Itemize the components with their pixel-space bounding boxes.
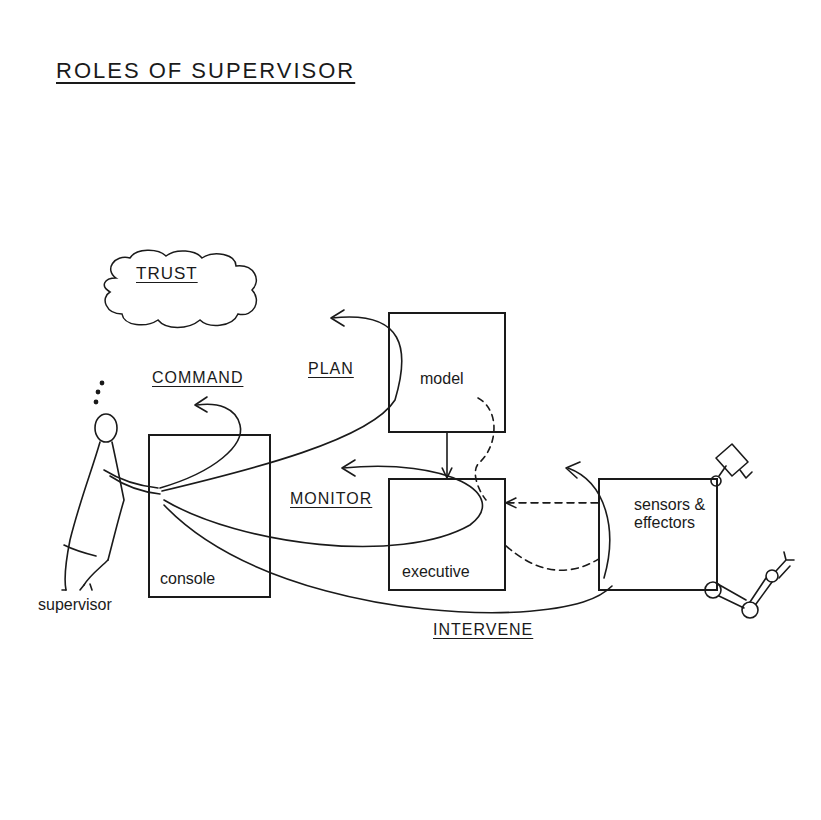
- arrowhead: [442, 468, 452, 478]
- thought-dot: [100, 381, 103, 384]
- connector: [442, 433, 452, 478]
- connector: [506, 498, 598, 508]
- supervisor-figure: [62, 414, 160, 590]
- role-label: PLAN: [306, 360, 356, 378]
- arrowhead: [566, 462, 580, 478]
- node-text: TRUST: [136, 264, 198, 284]
- node-text: executive: [402, 563, 470, 581]
- trust-cloud: TRUST: [96, 248, 264, 332]
- arrowhead: [342, 460, 355, 476]
- node-text: model: [420, 370, 464, 388]
- arrowhead: [195, 397, 207, 412]
- role-label: COMMAND: [150, 369, 245, 387]
- cloud-outline: [96, 248, 264, 332]
- command-curve: [160, 404, 241, 488]
- connector-line: [446, 433, 448, 478]
- robot-arm: [705, 552, 794, 618]
- connector-line: [506, 502, 598, 504]
- thought-dot: [96, 390, 99, 393]
- role-label: INTERVENE: [431, 621, 535, 639]
- model-box: model: [388, 312, 506, 433]
- cloud-path: [104, 250, 256, 327]
- executive-box: executive: [388, 478, 506, 591]
- connector: [506, 546, 598, 570]
- diagram-title: ROLES OF SUPERVISOR: [56, 58, 355, 84]
- node-text: sensors & effectors: [634, 496, 710, 533]
- connector-line: [506, 546, 598, 570]
- node-text: console: [160, 570, 215, 588]
- sensors-effectors-box: sensors & effectors: [598, 478, 718, 591]
- dashed-loop: [475, 398, 494, 500]
- plan-curve: [162, 317, 402, 491]
- figure-label: supervisor: [36, 596, 114, 614]
- arrowhead: [506, 498, 516, 508]
- console-box: console: [148, 434, 271, 598]
- feedback-curve: [568, 468, 610, 578]
- arrowhead: [331, 310, 344, 326]
- role-label: MONITOR: [288, 490, 374, 508]
- thought-dot: [94, 400, 97, 403]
